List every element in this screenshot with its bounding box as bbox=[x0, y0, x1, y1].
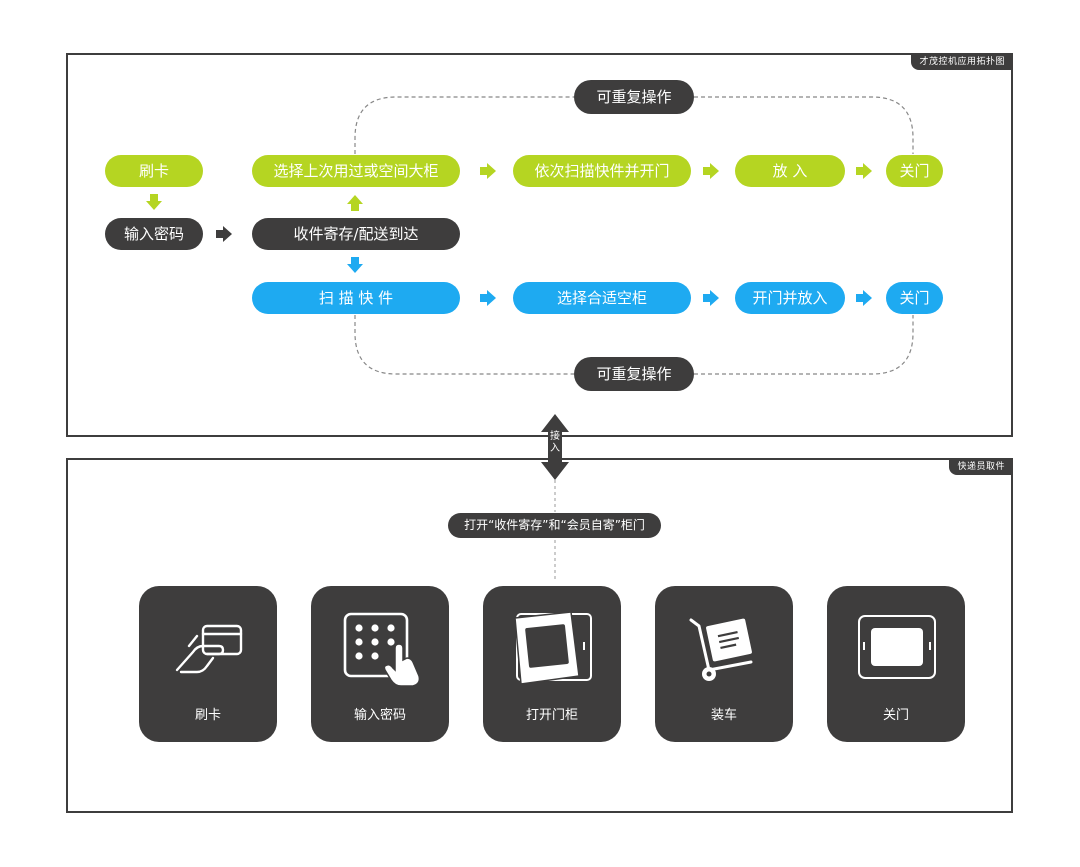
open-doors-label: 打开“收件寄存”和“会员自寄”柜门 bbox=[448, 513, 661, 538]
step-receive-deliver: 收件寄存/配送到达 bbox=[252, 218, 460, 250]
panel-title-topology: 才茂控机应用拓扑图 bbox=[911, 55, 1011, 70]
keypad-icon bbox=[335, 608, 425, 688]
step-label: 打开门柜 bbox=[525, 708, 578, 723]
step-choose-last-cabinet: 选择上次用过或空间大柜 bbox=[252, 155, 460, 187]
connector-label: 接入 bbox=[550, 431, 560, 454]
arrow-right-icon bbox=[856, 290, 872, 306]
step-tile-swipe-card: 刷卡 bbox=[139, 586, 277, 742]
swipe-card-icon bbox=[163, 608, 253, 688]
step-scan-in-order-open: 依次扫描快件并开门 bbox=[513, 155, 691, 187]
step-label: 关门 bbox=[882, 708, 909, 723]
arrow-up-icon bbox=[347, 195, 363, 211]
closed-door-icon bbox=[851, 608, 941, 688]
hand-truck-icon bbox=[679, 608, 769, 688]
arrow-down-icon bbox=[347, 257, 363, 273]
step-label: 输入密码 bbox=[353, 708, 406, 723]
step-choose-fit-cabinet: 选择合适空柜 bbox=[513, 282, 691, 314]
step-tile-close-door: 关门 bbox=[827, 586, 965, 742]
step-label: 装车 bbox=[710, 708, 737, 723]
step-tile-enter-password: 输入密码 bbox=[311, 586, 449, 742]
arrow-right-icon bbox=[216, 226, 232, 242]
repeatable-label-bottom: 可重复操作 bbox=[574, 357, 694, 391]
step-tile-open-cabinet: 打开门柜 bbox=[483, 586, 621, 742]
topology-panel: 才茂控机应用拓扑图 bbox=[66, 53, 1013, 437]
panel-title-courier-pickup: 快递员取件 bbox=[949, 460, 1011, 475]
arrow-right-icon bbox=[703, 163, 719, 179]
step-open-and-put: 开门并放入 bbox=[735, 282, 845, 314]
repeatable-label-top: 可重复操作 bbox=[574, 80, 694, 114]
step-swipe-card: 刷卡 bbox=[105, 155, 203, 187]
step-label: 刷卡 bbox=[194, 708, 221, 723]
arrow-right-icon bbox=[480, 290, 496, 306]
step-enter-password: 输入密码 bbox=[105, 218, 203, 250]
arrow-right-icon bbox=[856, 163, 872, 179]
step-close-door-top: 关门 bbox=[886, 155, 943, 187]
step-scan-parcel: 扫 描 快 件 bbox=[252, 282, 460, 314]
arrow-down-icon bbox=[146, 194, 162, 210]
step-put-in: 放 入 bbox=[735, 155, 845, 187]
step-close-door-bottom: 关门 bbox=[886, 282, 943, 314]
arrow-right-icon bbox=[703, 290, 719, 306]
cabinet-door-icon bbox=[507, 608, 597, 688]
step-tile-load-truck: 装车 bbox=[655, 586, 793, 742]
arrow-right-icon bbox=[480, 163, 496, 179]
